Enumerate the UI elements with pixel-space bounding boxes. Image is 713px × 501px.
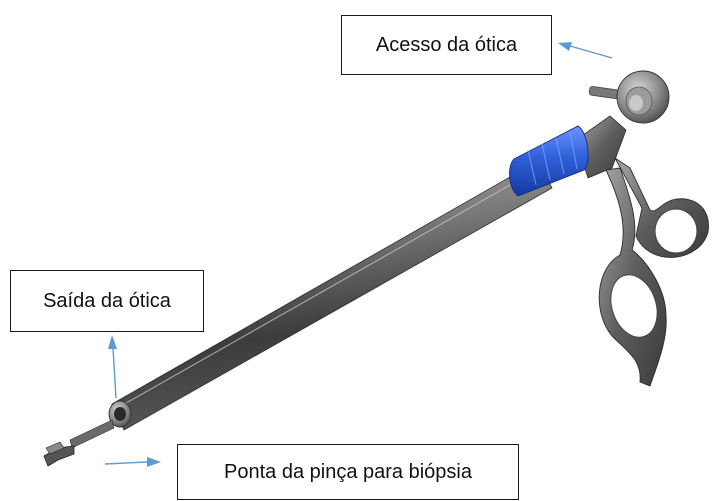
blue-locking-knob	[509, 125, 589, 197]
arrow-optic-access	[558, 42, 613, 59]
label-optic-exit: Saída da ótica	[10, 270, 204, 332]
label-optic-access: Acesso da ótica	[341, 15, 552, 75]
forceps-handle	[575, 115, 709, 387]
label-forceps-tip: Ponta da pinça para biópsia	[177, 444, 519, 500]
arrow-optic-exit	[108, 335, 117, 399]
label-optic-access-text: Acesso da ótica	[375, 33, 518, 56]
label-optic-exit-text: Saída da ótica	[43, 289, 171, 312]
label-forceps-tip-text: Ponta da pinça para biópsia	[224, 460, 472, 483]
biopsy-forceps-tip	[43, 419, 115, 467]
arrow-forceps-tip	[104, 457, 161, 467]
optic-exit	[108, 400, 132, 428]
optic-access-port	[588, 70, 670, 124]
